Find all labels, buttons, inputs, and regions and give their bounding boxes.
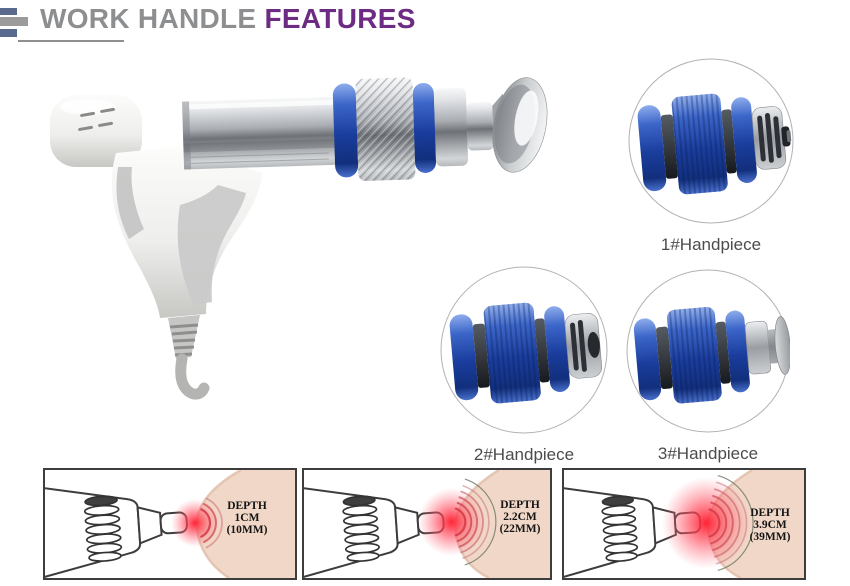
handpiece-3-label: 3#Handpiece [657,444,759,463]
shockwave-arcs [454,478,497,566]
depth-panel-1: DEPTH 1CM (10MM) [43,468,297,580]
depth-panel-2: DEPTH 2.2CM (22MM) [302,468,552,580]
work-handle-device-image [28,55,553,400]
work-handle-device-art [50,77,548,400]
depth-text-1: DEPTH 1CM (10MM) [226,500,268,536]
handpiece-2-art [440,266,608,434]
handpiece-1-label: 1#Handpiece [660,235,762,254]
title-underline [18,40,124,42]
handpiece-1-art [628,58,794,224]
impact-glow [661,477,751,569]
shockwave-arcs [200,497,223,549]
skin-area [196,470,295,578]
spring-coil [83,495,123,562]
handpiece-3-photo: 3#Handpiece [626,269,791,464]
device-grip [111,147,262,400]
depth-illustration-1 [45,470,295,578]
handpiece-2-label: 2#Handpiece [473,445,575,464]
spring-coil [342,495,380,562]
spring-coil [601,495,639,562]
device-rear-cap [50,95,142,167]
depth-illustration-3 [564,470,804,578]
title-primary: WORK HANDLE [40,3,257,34]
device-cable [175,353,210,400]
impact-glow [418,488,486,556]
stacked-bars-icon [0,6,30,42]
depth-text-2: DEPTH 2.2CM (22MM) [499,499,541,535]
handpiece-3-art [626,269,791,433]
page-title: WORK HANDLE FEATURES [40,3,416,35]
title-accent: FEATURES [264,3,416,34]
depth-text-3: DEPTH 3.9CM (39MM) [749,507,791,543]
device-barrel [182,77,548,181]
handpiece-2-photo: 2#Handpiece [440,266,608,465]
depth-illustration-2 [304,470,550,578]
handpiece-1-photo: 1#Handpiece [628,58,794,255]
impact-glow [171,499,219,547]
device-cup-tip [492,77,548,173]
device-blue-ring-2 [412,82,437,173]
device-blue-ring-1 [332,83,359,178]
depth-panel-3: DEPTH 3.9CM (39MM) [562,468,806,580]
shockwave-arcs [708,475,754,571]
